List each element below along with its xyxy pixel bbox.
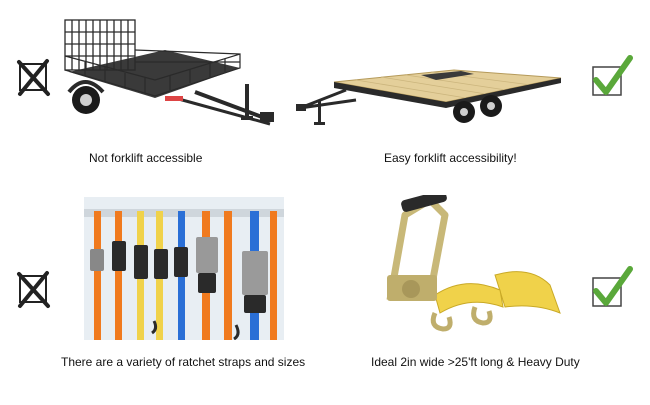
caption-variety-straps: There are a variety of ratchet straps an… <box>61 355 306 369</box>
x-mark-icon <box>16 58 52 98</box>
caption-ideal-strap: Ideal 2in wide >25'ft long & Heavy Duty <box>371 355 580 369</box>
heavy-duty-ratchet-strap-image <box>375 190 565 335</box>
check-mark-icon <box>590 54 634 100</box>
check-mark-icon <box>590 265 634 311</box>
utility-trailer-image <box>55 12 280 132</box>
caption-not-forklift: Not forklift accessible <box>89 151 203 165</box>
ratchet-straps-variety-image <box>84 197 284 341</box>
x-mark-icon <box>16 270 52 310</box>
deck-trailer-image <box>296 40 566 130</box>
caption-easy-forklift: Easy forklift accessibility! <box>384 151 517 165</box>
